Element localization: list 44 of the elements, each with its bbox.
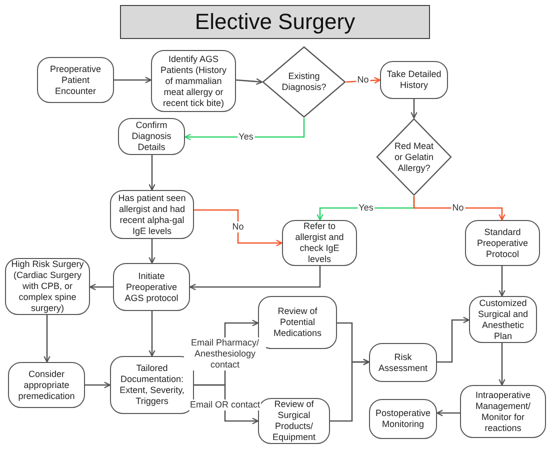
- process-box: Postoperative Monitoring: [369, 399, 437, 439]
- edge-label: Email OR contact: [188, 400, 262, 410]
- process-box: Has patient seen allergist and had recent alpha-gal IgE levels: [110, 190, 194, 239]
- arrow: [194, 384, 259, 424]
- arrow: [498, 266, 506, 297]
- process-box: Standard Preoperative Protocol: [465, 220, 540, 266]
- decision-diamond: Red Meat or Gelatin Allergy?: [376, 118, 452, 196]
- arrow: [89, 284, 113, 290]
- process-box: Intraoperative Management/ Monitor for reactions: [460, 385, 546, 438]
- process-box: Confirm Diagnosis Details: [118, 118, 185, 155]
- edge-label: Email Pharmacy/ Anesthesiology contact: [184, 338, 266, 370]
- arrow: [148, 311, 156, 357]
- process-box: Identify AGS Patients (History of mammalian meat allergy or recent tick bite): [151, 50, 236, 112]
- edge-label: Yes: [238, 132, 254, 142]
- arrow: [236, 78, 263, 85]
- process-box: Review of Potential Medications: [258, 296, 337, 349]
- process-box: Risk Assessment: [369, 343, 437, 382]
- arrow: [148, 239, 156, 264]
- arrow: [44, 315, 50, 363]
- edge-label: No: [231, 222, 245, 232]
- edge-label: No: [356, 74, 370, 86]
- edge-label: Yes: [358, 202, 374, 214]
- arrow: [184, 118, 305, 140]
- arrow: [189, 266, 321, 290]
- process-box: High Risk Surgery (Cardiac Surgery with CPB, or complex spine surgery): [5, 258, 90, 315]
- process-box: Consider appropriate premedication: [8, 362, 85, 408]
- arrow: [114, 76, 152, 84]
- process-box: Initiate Preoperative AGS protocol: [113, 263, 190, 311]
- arrow: [498, 343, 506, 386]
- arrow: [410, 99, 418, 119]
- arrow: [148, 155, 156, 191]
- process-box: Preoperative Patient Encounter: [37, 57, 114, 103]
- process-box: Customized Surgical and Anesthetic Plan: [469, 296, 537, 343]
- arrow: [437, 316, 470, 363]
- arrow: [194, 209, 283, 246]
- arrow: [330, 358, 370, 422]
- title: Elective Surgery: [120, 5, 430, 39]
- decision-diamond: Existing Diagnosis?: [262, 46, 346, 118]
- arrow: [413, 196, 506, 221]
- edge-label: No: [451, 202, 465, 214]
- arrow: [85, 382, 111, 388]
- process-box: Take Detailed History: [380, 61, 448, 99]
- process-box: Refer to allergist and check IgE levels: [282, 220, 357, 266]
- arrow: [436, 410, 460, 416]
